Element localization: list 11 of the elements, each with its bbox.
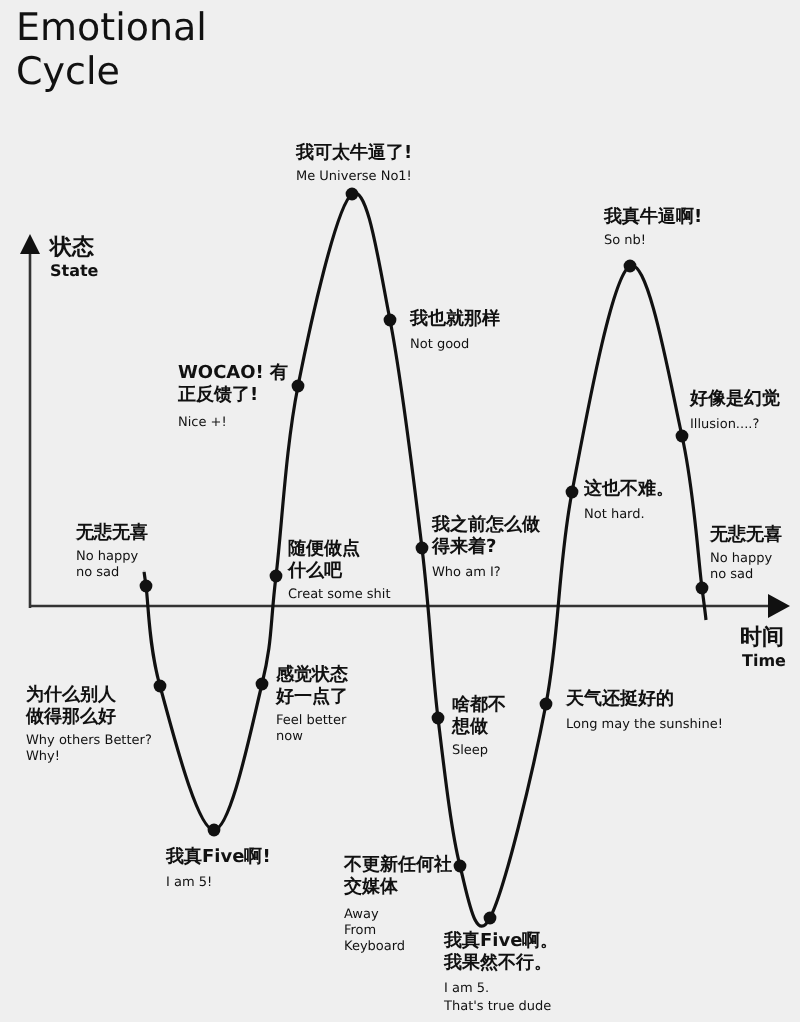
annotation-text: 我真Five啊。我果然不行。 bbox=[444, 932, 561, 976]
title: Emotional Cycle bbox=[16, 8, 209, 96]
axis-label: 状态 bbox=[50, 234, 94, 261]
annotation-text: 为什么别人做得那么好 bbox=[26, 686, 118, 730]
annotation-text: 我可太牛逼了! bbox=[296, 144, 413, 166]
axis-label: 时间 bbox=[740, 624, 784, 651]
axis-label: State bbox=[50, 262, 99, 282]
annotation-text: 好像是幻觉 bbox=[690, 390, 780, 412]
annotation-text: 无悲无喜 bbox=[76, 524, 148, 546]
annotation-text: 无悲无喜 bbox=[710, 526, 782, 548]
axis-label: Time bbox=[742, 652, 786, 672]
